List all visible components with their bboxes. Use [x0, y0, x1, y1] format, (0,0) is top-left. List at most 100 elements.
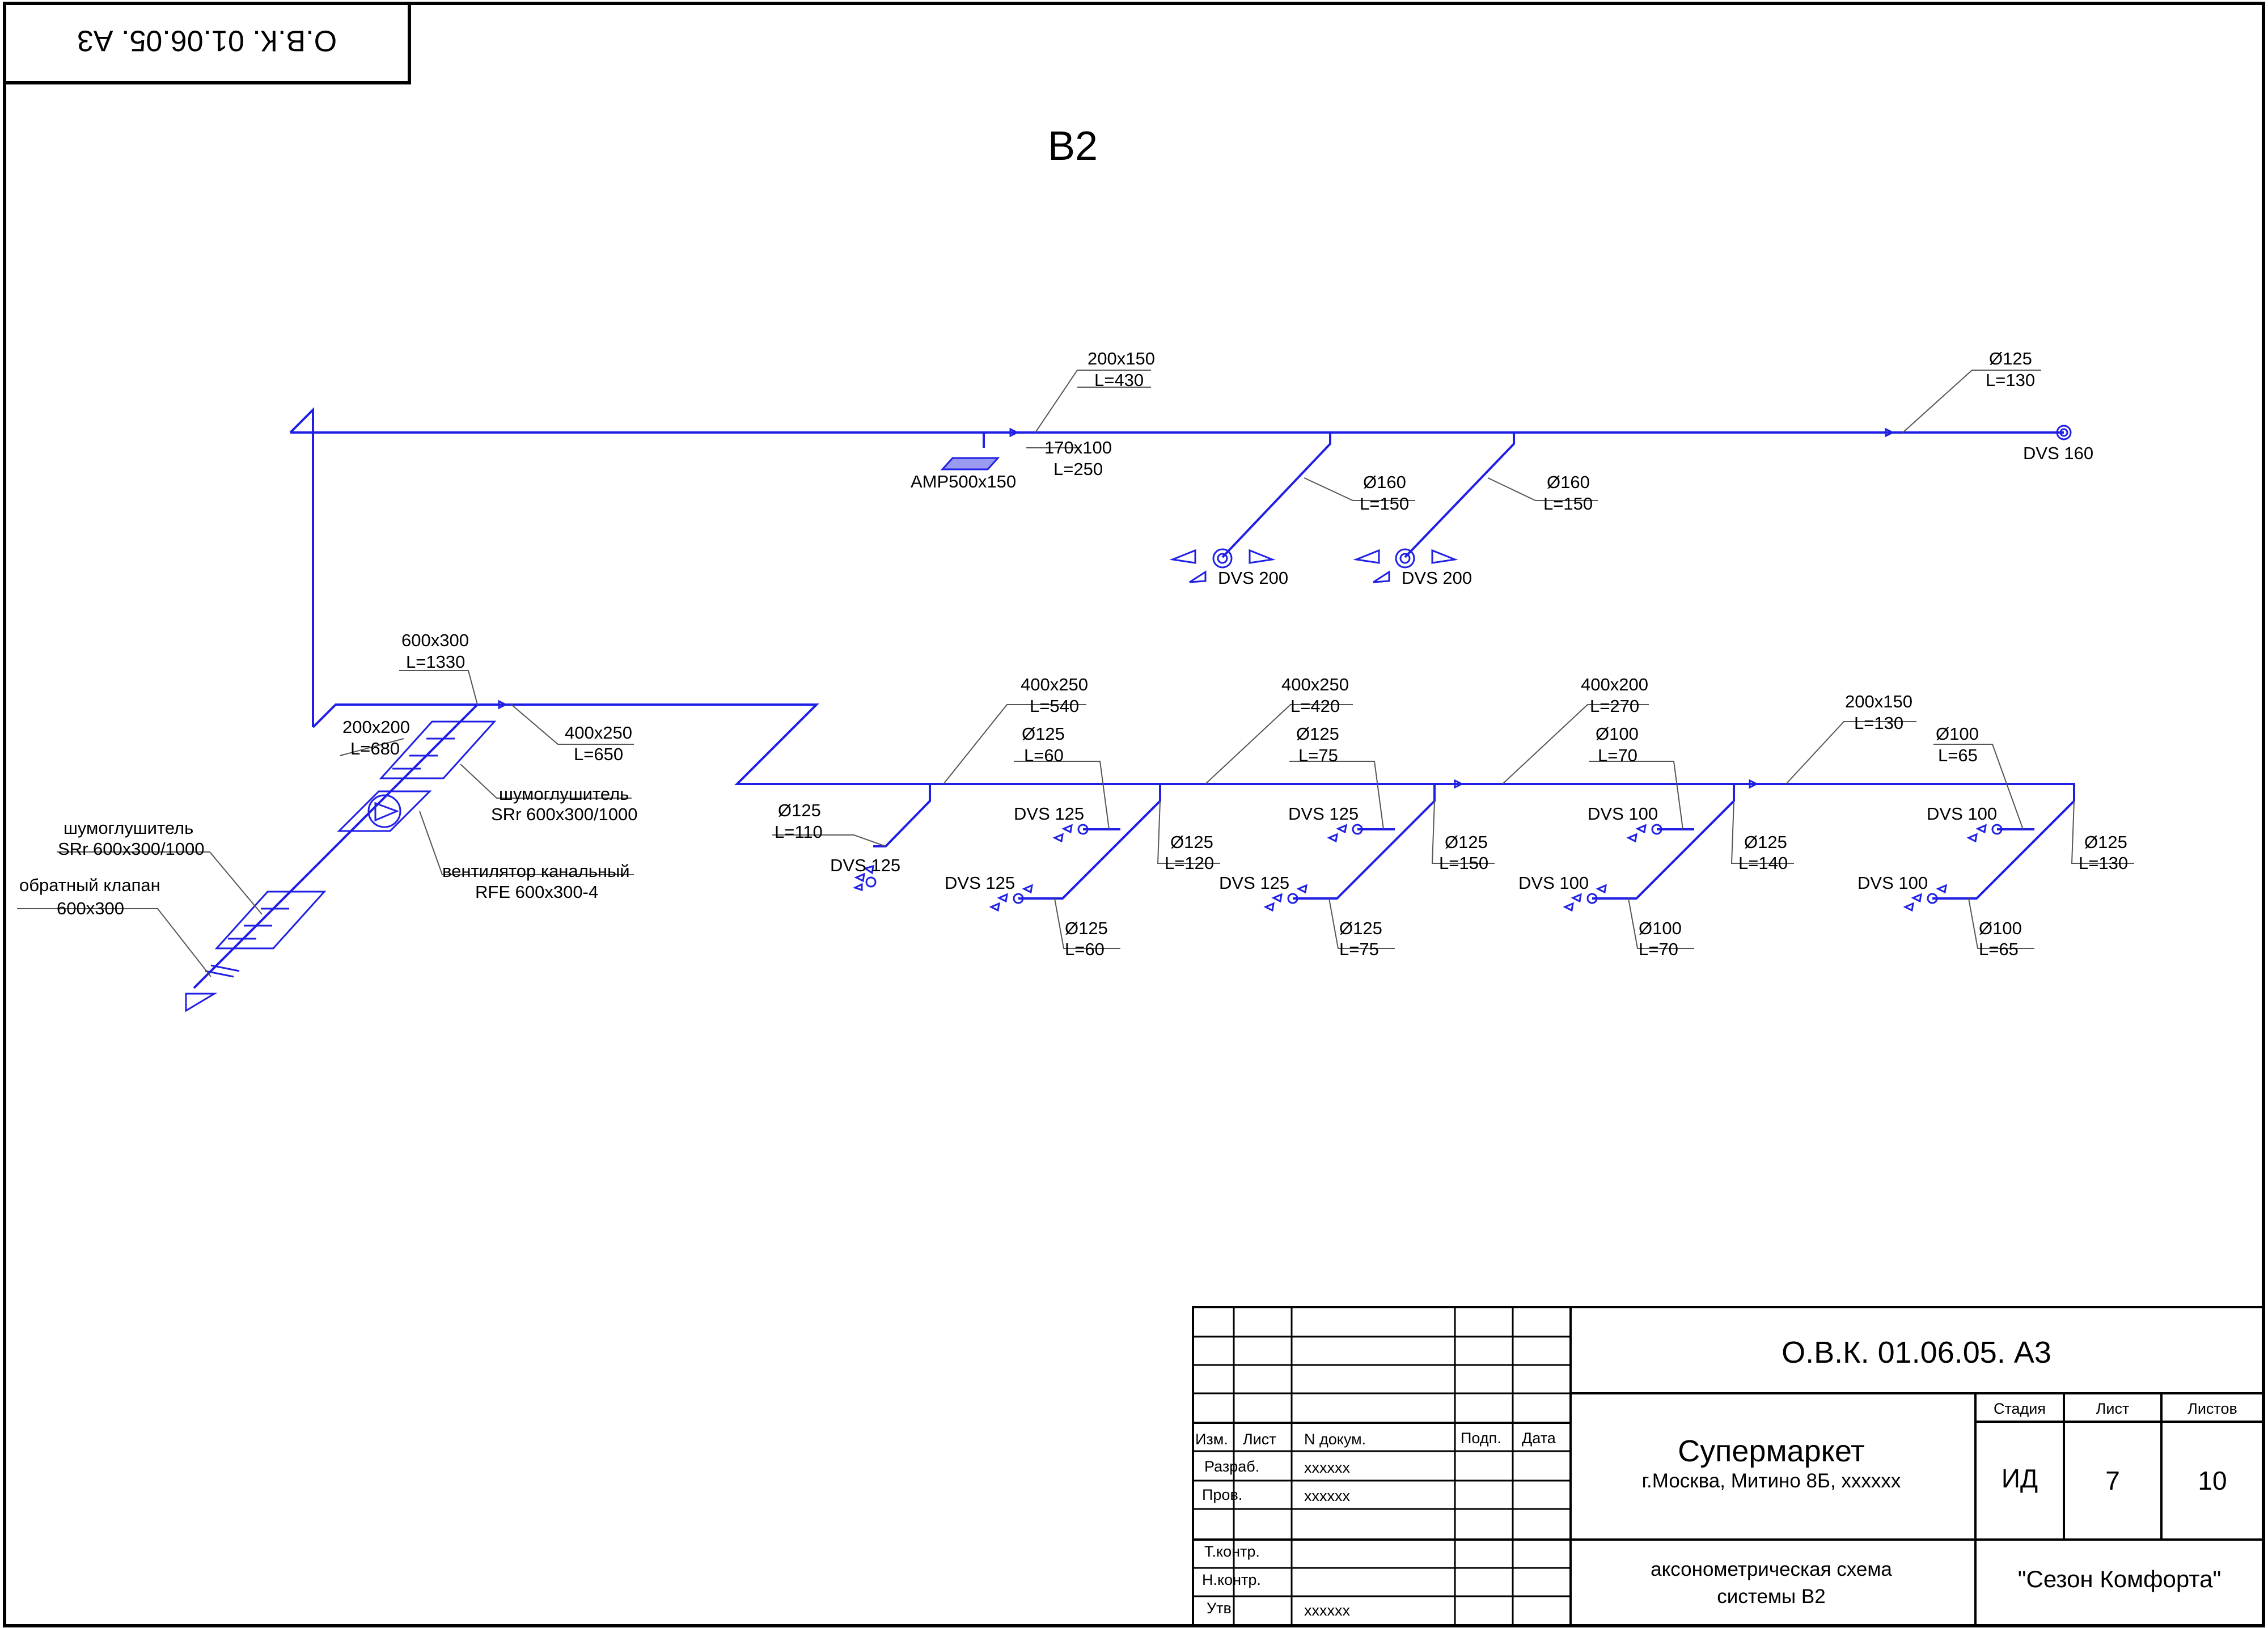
value-sheets: 10 — [2198, 1466, 2227, 1495]
title-block: О.В.К. 01.06.05. А3 Супермаркет г.Москва… — [1192, 1306, 2265, 1627]
label-diffuser: DVS 100 — [1518, 873, 1589, 893]
label-length: L=60 — [1065, 939, 1105, 959]
label-damper: AMP500x150 — [911, 472, 1016, 491]
col-izm: Изм. — [1195, 1431, 1228, 1448]
system-title: В2 — [1048, 124, 1098, 169]
check-valve-icon — [185, 964, 240, 1012]
label-silencer-model: SRr 600x300/1000 — [491, 804, 638, 824]
label-length: L=150 — [1360, 494, 1409, 514]
row-tkontr: Т.контр. — [1204, 1543, 1260, 1560]
label-size: Ø125 — [1022, 724, 1065, 744]
utv-name: хххххх — [1304, 1602, 1351, 1619]
label-length: L=150 — [1439, 853, 1488, 873]
col-podp: Подп. — [1461, 1430, 1501, 1447]
label-diffuser: DVS 125 — [1014, 804, 1084, 824]
diffuser-dvs125-icon — [1052, 824, 1089, 843]
label-length: L=70 — [1598, 745, 1637, 765]
diffuser-dvs100-icon — [1563, 884, 1607, 912]
flow-arrow-icon — [498, 427, 1895, 789]
silencer-bottom-icon — [214, 891, 327, 949]
duct-network — [185, 407, 2075, 1012]
label-silencer-model: SRr 600x300/1000 — [58, 839, 205, 859]
diffuser-dvs125-icon — [1263, 884, 1308, 912]
diffuser-dvs125-icon — [853, 864, 877, 892]
label-size: Ø160 — [1547, 472, 1590, 492]
lower-branch-1 — [1018, 784, 1161, 900]
label-size: 200х150 — [1088, 349, 1155, 368]
label-length: L=150 — [1543, 494, 1593, 514]
equipment-chain-duct — [193, 703, 479, 989]
label-silencer: шумоглушитель — [64, 818, 193, 838]
col-ndoc: N докум. — [1304, 1431, 1366, 1448]
label-size: Ø125 — [1744, 832, 1787, 852]
label-length: L=430 — [1094, 370, 1144, 390]
label-size: Ø125 — [2084, 832, 2127, 852]
label-size: Ø125 — [778, 800, 821, 820]
label-fan: вентилятор канальный — [442, 861, 630, 881]
riser-duct — [312, 703, 2075, 785]
label-length: L=420 — [1290, 696, 1340, 716]
title-block-project: Супермаркет — [1678, 1434, 1865, 1468]
lower-branch-4 — [1932, 784, 2075, 900]
label-size: 200х150 — [1845, 692, 1912, 711]
label-length: L=130 — [1854, 713, 1903, 733]
label-length: L=75 — [1339, 939, 1379, 959]
label-size: Ø125 — [1339, 918, 1382, 938]
label-length: L=270 — [1590, 696, 1639, 716]
label-size: Ø100 — [1936, 724, 1979, 744]
label-size: 600х300 — [401, 630, 469, 650]
silencer-top-icon — [379, 720, 497, 779]
label-length: L=250 — [1053, 459, 1103, 479]
header-stage: Стадия — [1994, 1400, 2046, 1417]
label-check-valve-size: 600х300 — [57, 898, 124, 918]
label-size: 200х200 — [342, 717, 410, 737]
label-length: L=1330 — [406, 652, 465, 672]
value-sheet: 7 — [2105, 1466, 2120, 1495]
label-size: Ø100 — [1596, 724, 1639, 744]
title-block-sheet-title: аксонометрическая схема — [1651, 1558, 1892, 1580]
prov-name: хххххх — [1304, 1487, 1351, 1504]
razrab-name: хххххх — [1304, 1459, 1351, 1476]
lower-branch-3 — [1592, 784, 1735, 900]
label-length: L=110 — [775, 822, 823, 842]
diffuser-dvs125-icon — [989, 884, 1033, 912]
label-length: L=140 — [1738, 853, 1788, 873]
label-size: Ø125 — [1296, 724, 1339, 744]
diffuser-dvs100-icon — [1626, 824, 1662, 843]
label-size: 170х100 — [1044, 438, 1112, 457]
label-size: Ø125 — [1065, 918, 1108, 938]
damper-icon — [940, 457, 1000, 470]
label-diffuser: DVS 125 — [1219, 873, 1289, 893]
label-length: L=65 — [1938, 745, 1978, 765]
header-sheet: Лист — [2096, 1400, 2130, 1417]
diffuser-dvs100-icon — [1903, 884, 1947, 912]
label-length: L=650 — [574, 744, 623, 764]
label-length: L=65 — [1979, 939, 2019, 959]
label-length: L=130 — [1986, 370, 2035, 390]
diffuser-dvs100-icon — [1966, 824, 2003, 843]
label-diffuser: DVS 200 — [1218, 568, 1288, 588]
label-length: L=75 — [1298, 745, 1338, 765]
row-utv: Утв. — [1207, 1600, 1235, 1617]
fan-icon — [337, 790, 432, 832]
label-size: Ø160 — [1363, 472, 1406, 492]
label-diffuser: DVS 125 — [830, 855, 900, 875]
label-length: L=540 — [1030, 696, 1079, 716]
diffuser-dvs125-icon — [1327, 824, 1363, 843]
header-sheets: Листов — [2187, 1400, 2237, 1417]
upper-duct-end-flag — [289, 407, 314, 727]
upper-branch-1 — [1221, 433, 1331, 558]
label-check-valve: обратный клапан — [19, 875, 160, 895]
label-size: Ø100 — [1639, 918, 1682, 938]
row-nkontr: Н.контр. — [1202, 1571, 1261, 1588]
diffuser-dvs200-icon — [1353, 548, 1458, 583]
label-silencer: шумоглушитель — [499, 784, 629, 804]
title-block-company: "Сезон Комфорта" — [2018, 1566, 2222, 1592]
labels: 200х150 L=430 170х100 L=250 AMP500x150 Ø… — [19, 349, 2128, 959]
lower-branch-2 — [1293, 784, 1436, 900]
upper-branch-2 — [1404, 433, 1515, 558]
label-size: 400х250 — [565, 723, 632, 743]
col-list: Лист — [1243, 1431, 1276, 1448]
row-prov: Пров. — [1202, 1486, 1242, 1503]
